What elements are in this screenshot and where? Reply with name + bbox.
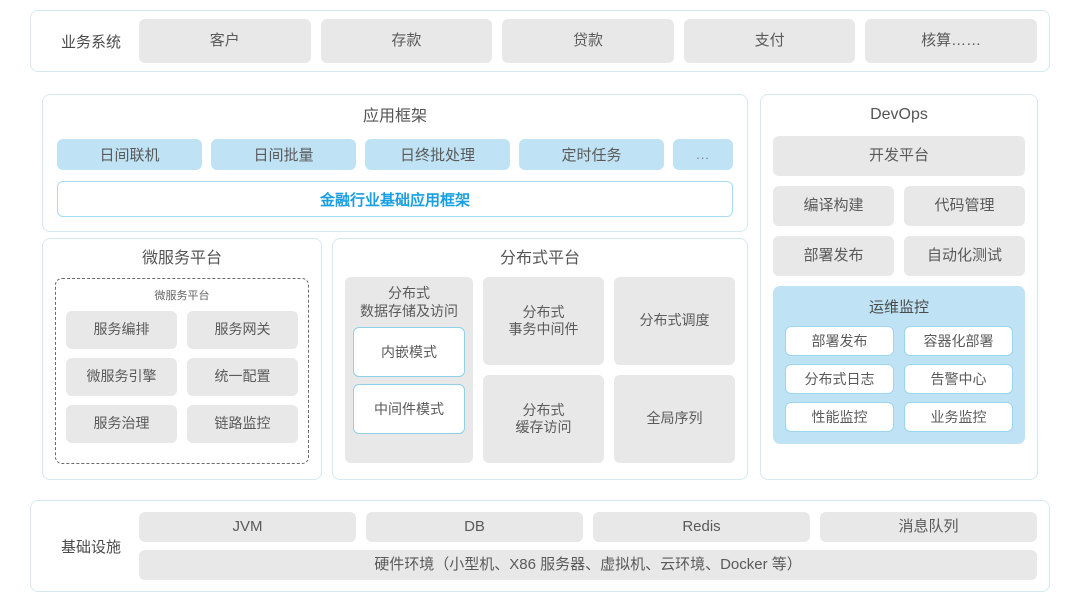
- app-item-more-button[interactable]: ...: [673, 139, 733, 170]
- business-item-customer[interactable]: 客户: [139, 19, 311, 63]
- ms-item-microservice-engine[interactable]: 微服务引擎: [66, 358, 177, 396]
- distributed-platform-body: 分布式 数据存储及访问 内嵌模式 中间件模式 分布式事务中间件 分布式调度 分布…: [345, 277, 735, 463]
- ms-item-unified-config[interactable]: 统一配置: [187, 358, 298, 396]
- ms-item-trace-monitoring[interactable]: 链路监控: [187, 405, 298, 443]
- dist-item-scheduling[interactable]: 分布式调度: [614, 277, 735, 365]
- devops-panel: DevOps 开发平台 编译构建 代码管理 部署发布 自动化测试 运维监控 部署…: [760, 94, 1038, 480]
- storage-mode-middleware[interactable]: 中间件模式: [353, 384, 465, 434]
- dist-item-2-text: 分布式缓存访问: [515, 401, 572, 435]
- devops-item-automated-test[interactable]: 自动化测试: [904, 236, 1025, 276]
- distributed-storage-title: 分布式 数据存储及访问: [353, 285, 465, 320]
- business-system-items: 客户 存款 贷款 支付 核算……: [139, 19, 1037, 63]
- ops-item-business-monitoring[interactable]: 业务监控: [904, 402, 1013, 432]
- distributed-platform-panel: 分布式平台 分布式 数据存储及访问 内嵌模式 中间件模式 分布式事务中间件 分布…: [332, 238, 748, 480]
- ops-item-performance-monitoring[interactable]: 性能监控: [785, 402, 894, 432]
- business-system-row: 业务系统 客户 存款 贷款 支付 核算……: [30, 10, 1050, 72]
- dist-item-0-text: 分布式事务中间件: [508, 303, 579, 337]
- distributed-platform-title: 分布式平台: [499, 250, 580, 267]
- middle-area: 应用框架 日间联机 日间批量 日终批处理 定时任务 ... 金融行业基础应用框架…: [30, 86, 1050, 488]
- app-framework-title: 应用框架: [362, 108, 427, 125]
- distributed-storage-title-line2: 数据存储及访问: [360, 302, 458, 319]
- app-framework-panel: 应用框架 日间联机 日间批量 日终批处理 定时任务 ... 金融行业基础应用框架: [42, 94, 748, 232]
- infra-item-message-queue[interactable]: 消息队列: [820, 512, 1037, 542]
- distributed-storage-card[interactable]: 分布式 数据存储及访问 内嵌模式 中间件模式: [345, 277, 473, 463]
- distributed-storage-title-line1: 分布式: [388, 285, 430, 301]
- app-framework-items: 日间联机 日间批量 日终批处理 定时任务 ...: [57, 139, 733, 170]
- devops-item-deploy-release[interactable]: 部署发布: [773, 236, 894, 276]
- app-item-daytime-batch[interactable]: 日间批量: [211, 139, 356, 170]
- ms-item-service-gateway[interactable]: 服务网关: [187, 311, 298, 349]
- devops-item-build[interactable]: 编译构建: [773, 186, 894, 226]
- ops-item-containerized-deploy[interactable]: 容器化部署: [904, 326, 1013, 356]
- dist-item-global-sequence[interactable]: 全局序列: [614, 375, 735, 463]
- ops-item-alert-center[interactable]: 告警中心: [904, 364, 1013, 394]
- business-item-accounting[interactable]: 核算……: [865, 19, 1037, 63]
- infra-item-jvm[interactable]: JVM: [139, 512, 356, 542]
- dist-item-transaction-middleware[interactable]: 分布式事务中间件: [483, 277, 604, 365]
- distributed-items: 分布式事务中间件 分布式调度 分布式缓存访问 全局序列: [483, 277, 735, 463]
- devops-items: 编译构建 代码管理 部署发布 自动化测试: [773, 186, 1025, 276]
- infrastructure-row: 基础设施 JVM DB Redis 消息队列 硬件环境（小型机、X86 服务器、…: [30, 500, 1050, 592]
- devops-dev-platform[interactable]: 开发平台: [773, 136, 1025, 176]
- ms-item-service-orchestration[interactable]: 服务编排: [66, 311, 177, 349]
- infra-hardware-environment[interactable]: 硬件环境（小型机、X86 服务器、虚拟机、云环境、Docker 等）: [139, 550, 1037, 580]
- infra-item-redis[interactable]: Redis: [593, 512, 810, 542]
- microservice-items: 服务编排 服务网关 微服务引擎 统一配置 服务治理 链路监控: [66, 311, 298, 443]
- business-system-label: 业务系统: [60, 33, 121, 51]
- infra-item-db[interactable]: DB: [366, 512, 583, 542]
- app-framework-banner: 金融行业基础应用框架: [57, 181, 733, 217]
- infrastructure-items: JVM DB Redis 消息队列: [139, 512, 1037, 542]
- infrastructure-label: 基础设施: [60, 538, 121, 556]
- ms-item-service-governance[interactable]: 服务治理: [66, 405, 177, 443]
- microservice-inner-title: 微服务平台: [154, 290, 210, 302]
- business-item-deposit[interactable]: 存款: [320, 19, 493, 63]
- app-item-daytime-online[interactable]: 日间联机: [57, 139, 202, 170]
- devops-item-code-management[interactable]: 代码管理: [904, 186, 1025, 226]
- ops-item-distributed-log[interactable]: 分布式日志: [785, 364, 894, 394]
- dist-item-cache-access[interactable]: 分布式缓存访问: [483, 375, 604, 463]
- ops-monitoring-panel: 运维监控 部署发布 容器化部署 分布式日志 告警中心 性能监控 业务监控: [773, 286, 1025, 444]
- microservice-inner-box: 微服务平台 服务编排 服务网关 微服务引擎 统一配置 服务治理 链路监控: [55, 278, 309, 464]
- devops-title: DevOps: [870, 106, 928, 123]
- microservice-platform-panel: 微服务平台 微服务平台 服务编排 服务网关 微服务引擎 统一配置 服务治理 链路…: [42, 238, 322, 480]
- business-item-loan[interactable]: 贷款: [502, 19, 674, 63]
- app-item-scheduled-task[interactable]: 定时任务: [519, 139, 664, 170]
- ops-monitoring-title: 运维监控: [868, 299, 929, 316]
- app-item-eod-batch[interactable]: 日终批处理: [365, 139, 510, 170]
- ops-monitoring-items: 部署发布 容器化部署 分布式日志 告警中心 性能监控 业务监控: [785, 326, 1013, 432]
- microservice-platform-title: 微服务平台: [141, 250, 222, 267]
- business-item-payment[interactable]: 支付: [683, 19, 856, 63]
- storage-mode-embedded[interactable]: 内嵌模式: [353, 327, 465, 377]
- ops-item-deploy-release[interactable]: 部署发布: [785, 326, 894, 356]
- infrastructure-content: JVM DB Redis 消息队列 硬件环境（小型机、X86 服务器、虚拟机、云…: [139, 512, 1037, 580]
